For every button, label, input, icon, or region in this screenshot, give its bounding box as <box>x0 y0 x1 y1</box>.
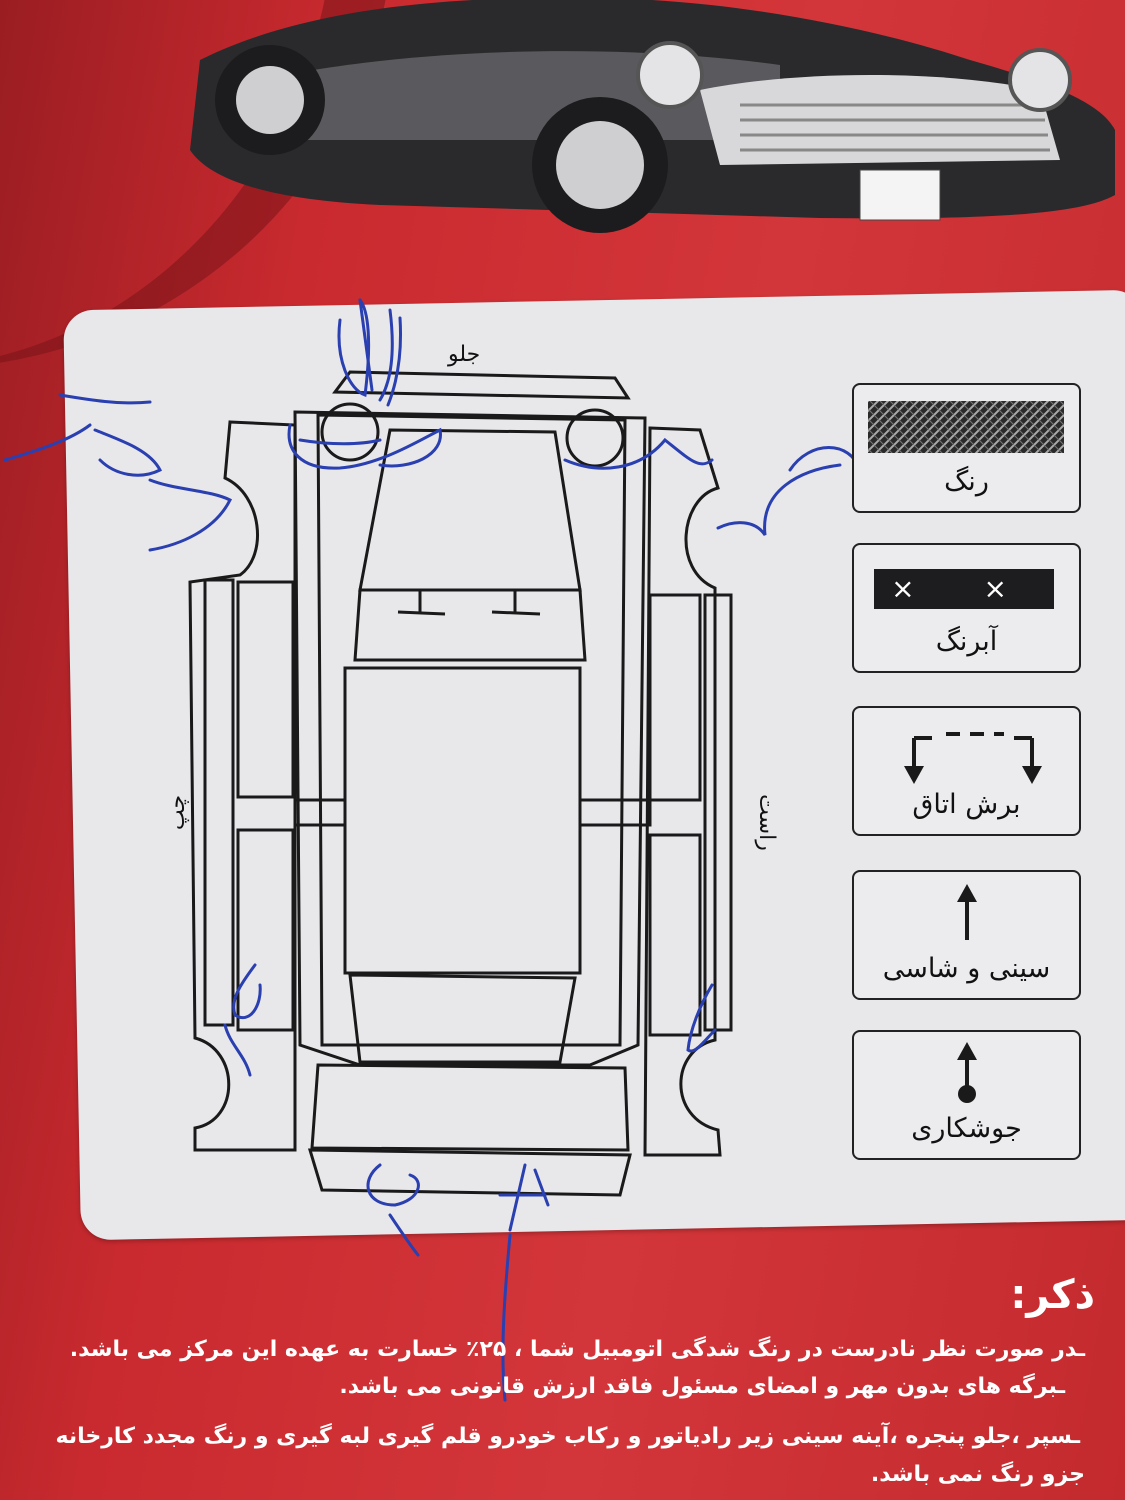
classic-car-image <box>190 0 1115 233</box>
front-label: جلو <box>448 342 481 367</box>
crosshatch-swatch-icon <box>868 401 1064 453</box>
notes-section: ذکر: ـدر صورت نظر نادرست در رنگ شدگی اتو… <box>0 1262 1125 1500</box>
legend-chassis: سینی و شاسی <box>852 870 1081 1000</box>
note-line: جزو رنگ نمی باشد. <box>870 1462 1085 1487</box>
right-label: راست <box>753 794 779 851</box>
legend-abrang: × × آبرنگ <box>852 543 1081 673</box>
x-marks-icon: × × <box>891 572 1037 605</box>
note-line: ـسپر ،جلو پنجره ،آینه سینی زیر رادیاتور … <box>55 1424 1080 1449</box>
note-line: ـبرگه های بدون مهر و امضای مسئول فاقد ار… <box>339 1374 1065 1399</box>
legend-paint: رنگ <box>852 383 1081 513</box>
legend-chassis-label: سینی و شاسی <box>882 953 1051 984</box>
weld-arrow-icon <box>957 1042 977 1103</box>
legend-paint-label: رنگ <box>944 466 989 497</box>
legend-cabin-cut: برش اتاق <box>852 706 1081 836</box>
legend-welding: جوشکاری <box>852 1030 1081 1160</box>
handwritten-marks <box>3 298 887 1402</box>
up-arrow-icon <box>957 884 977 940</box>
cut-arrows-icon <box>904 732 1042 784</box>
legend-cabin-cut-label: برش اتاق <box>912 789 1021 820</box>
legend-abrang-label: آبرنگ <box>935 626 998 657</box>
legend-welding-label: جوشکاری <box>911 1113 1022 1144</box>
body-outline <box>188 370 733 1197</box>
note-line: ـدر صورت نظر نادرست در رنگ شدگی اتومبیل … <box>69 1337 1085 1362</box>
notes-title: ذکر: <box>1010 1272 1095 1318</box>
left-label: چپ <box>165 794 191 831</box>
